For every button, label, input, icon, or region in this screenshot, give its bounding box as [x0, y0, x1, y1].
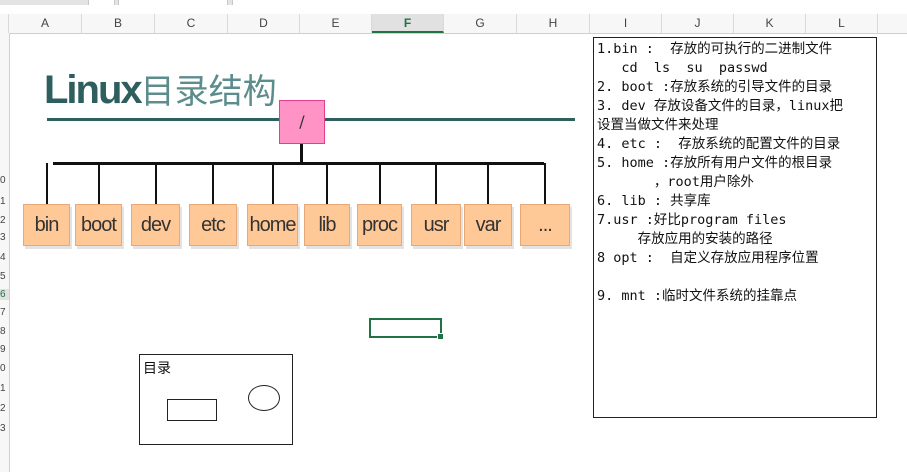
- row-header[interactable]: 5: [0, 271, 6, 282]
- function-area-edge[interactable]: [118, 0, 228, 5]
- dir-node[interactable]: boot: [75, 204, 122, 246]
- notes-line: 设置当做文件来处理: [597, 117, 719, 133]
- column-header-e[interactable]: E: [300, 14, 372, 33]
- tree-horizontal-bar: [53, 162, 544, 165]
- legend-rectangle-shape[interactable]: [167, 399, 217, 421]
- column-header-f[interactable]: F: [372, 14, 444, 33]
- notes-line: 5. home :存放所有用户文件的根目录: [597, 155, 833, 171]
- row-header[interactable]: 3: [0, 232, 6, 243]
- notes-lines: 1.bin : 存放的可执行的二进制文件 cd ls su passwd 2. b…: [597, 40, 876, 306]
- root-dir-node[interactable]: /: [279, 100, 325, 144]
- row-header[interactable]: 2: [0, 403, 6, 414]
- notes-line: 7.usr :好比program files: [597, 212, 787, 228]
- name-box-edge[interactable]: [88, 0, 115, 5]
- tree-connector: [98, 163, 100, 205]
- legend-box[interactable]: 目录: [139, 354, 293, 445]
- row-header[interactable]: 6: [0, 289, 9, 300]
- column-header-a[interactable]: A: [9, 14, 82, 33]
- dir-node[interactable]: ...: [520, 204, 570, 246]
- row-header[interactable]: 9: [0, 344, 6, 355]
- formula-bar-strip: [0, 0, 907, 5]
- column-header-l[interactable]: L: [806, 14, 878, 33]
- dir-node[interactable]: usr: [411, 204, 461, 246]
- tree-connector: [435, 163, 437, 205]
- tree-connector: [155, 163, 157, 205]
- notes-line: 存放应用的安装的路径: [597, 231, 773, 247]
- row-header[interactable]: 4: [0, 252, 6, 263]
- notes-line: ，root用户除外: [597, 174, 754, 190]
- formula-input-edge[interactable]: [232, 0, 907, 5]
- fill-handle[interactable]: [437, 333, 444, 340]
- notes-textbox[interactable]: 1.bin : 存放的可执行的二进制文件 cd ls su passwd 2. b…: [593, 37, 877, 418]
- column-header-g[interactable]: G: [444, 14, 517, 33]
- dir-node[interactable]: proc: [357, 204, 402, 246]
- notes-line: 2. boot :存放系统的引导文件的目录: [597, 79, 833, 95]
- column-header-b[interactable]: B: [82, 14, 155, 33]
- tree-connector: [326, 163, 328, 205]
- legend-oval-shape[interactable]: [248, 385, 280, 411]
- column-header-j[interactable]: J: [662, 14, 734, 33]
- notes-line: 3. dev 存放设备文件的目录，linux把: [597, 98, 844, 114]
- select-all-corner[interactable]: [0, 14, 9, 33]
- notes-line: 9. mnt :临时文件系统的挂靠点: [597, 288, 798, 304]
- notes-line: 4. etc : 存放系统的配置文件的目录: [597, 136, 841, 152]
- dir-node[interactable]: lib: [304, 204, 350, 246]
- row-header[interactable]: 1: [0, 383, 6, 394]
- tree-connector: [544, 163, 546, 205]
- title-latin: Linux: [44, 68, 143, 112]
- dir-node[interactable]: dev: [131, 204, 180, 246]
- dir-node[interactable]: home: [247, 204, 298, 246]
- tree-connector: [487, 163, 489, 205]
- row-header[interactable]: 2: [0, 215, 6, 226]
- diagram-title: Linux目录结构: [44, 64, 277, 113]
- row-header[interactable]: 3: [0, 423, 6, 434]
- row-header[interactable]: 0: [0, 363, 6, 374]
- column-header-c[interactable]: C: [155, 14, 228, 33]
- tree-connector: [46, 163, 48, 205]
- legend-label: 目录: [143, 361, 171, 377]
- notes-line: [597, 268, 876, 287]
- row-header[interactable]: 8: [0, 326, 6, 337]
- row-header[interactable]: 0: [0, 175, 6, 186]
- tree-connector: [212, 163, 214, 205]
- column-header-h[interactable]: H: [517, 14, 590, 33]
- column-header-d[interactable]: D: [228, 14, 300, 33]
- row-header[interactable]: 1: [0, 196, 6, 207]
- column-header-k[interactable]: K: [734, 14, 806, 33]
- title-cjk: 目录结构: [140, 73, 277, 111]
- notes-line: 8 opt : 自定义存放应用程序位置: [597, 250, 819, 266]
- dir-node[interactable]: var: [464, 204, 512, 246]
- row-header[interactable]: 7: [0, 307, 6, 318]
- tree-connector: [272, 163, 274, 205]
- root-connector: [300, 144, 303, 163]
- dir-node[interactable]: bin: [23, 204, 70, 246]
- notes-line: cd ls su passwd: [597, 60, 768, 76]
- notes-line: 6. lib : 共享库: [597, 193, 711, 209]
- tree-connector: [379, 163, 381, 205]
- dir-node[interactable]: etc: [189, 204, 237, 246]
- column-header-i[interactable]: I: [590, 14, 662, 33]
- notes-line: 1.bin : 存放的可执行的二进制文件: [597, 41, 833, 57]
- active-cell-selection[interactable]: [369, 318, 444, 340]
- row-header-bar: 0 1 2 3 4 5 6 7 8 9 0 1 2 3: [0, 33, 10, 472]
